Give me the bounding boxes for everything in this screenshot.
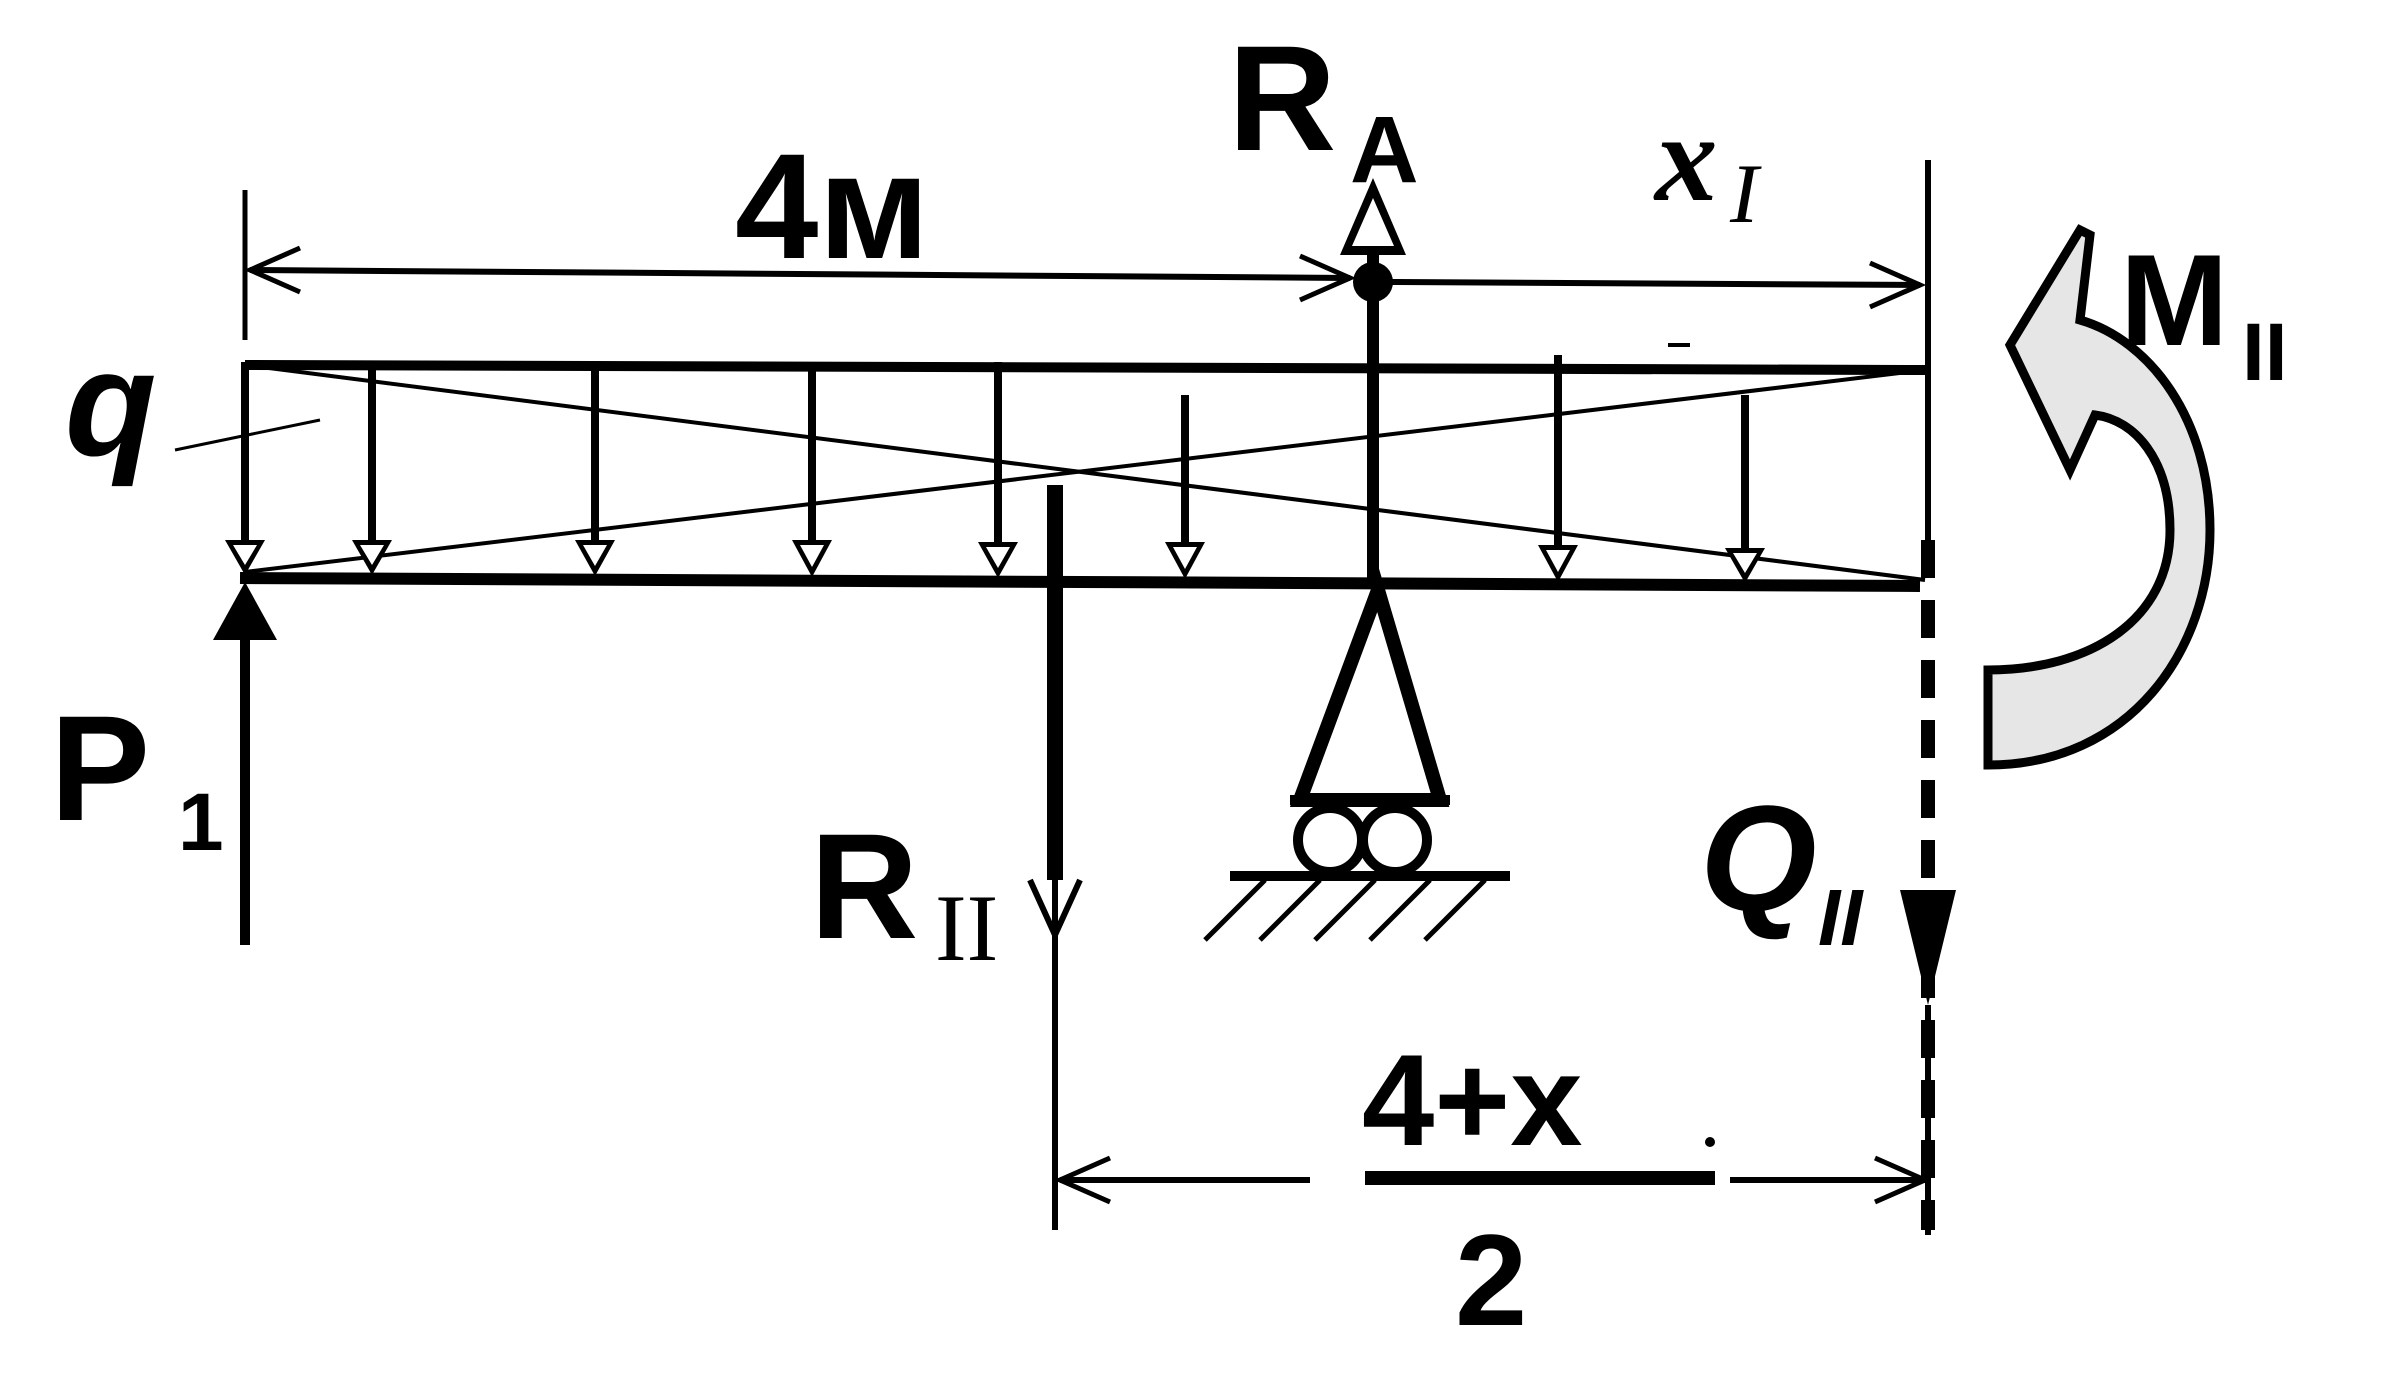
section-x-sub: I — [1729, 147, 1762, 241]
shear-q-label: Q — [1700, 774, 1817, 942]
moment-label: M — [2120, 227, 2228, 373]
dimension-half — [1053, 1155, 1932, 1205]
fraction-denominator: 2 — [1455, 1207, 1527, 1353]
moment-sub: II — [2242, 307, 2288, 398]
force-p1-arrow — [213, 582, 277, 945]
reaction-a-sub: A — [1350, 97, 1419, 203]
load-q-label: q — [65, 319, 157, 487]
distributed-load — [225, 343, 1926, 583]
load-arrows — [241, 355, 1749, 560]
fraction-numerator: 4+x — [1362, 1027, 1583, 1173]
resultant-r-arrow — [1027, 485, 1083, 1230]
q-leader — [174, 418, 321, 452]
roller-support — [1203, 567, 1510, 942]
reaction-a-label: R — [1228, 14, 1336, 182]
dimension-4m — [242, 190, 1357, 340]
section-x-label: x — [1653, 90, 1718, 228]
dimension-xI — [1389, 260, 1927, 310]
moment-arrow — [1983, 224, 2215, 770]
length-label: 4м — [735, 122, 929, 290]
beam — [239, 572, 1921, 592]
reaction-a-arrow — [1340, 178, 1406, 580]
resultant-r-label: R — [810, 802, 918, 970]
shear-q-sub: II — [1818, 873, 1864, 962]
speck — [1705, 1137, 1715, 1147]
force-p-sub: 1 — [178, 777, 224, 868]
shear-q-arrow — [1900, 890, 1956, 1235]
force-p-label: P — [50, 684, 150, 852]
resultant-r-sub: II — [935, 875, 998, 981]
